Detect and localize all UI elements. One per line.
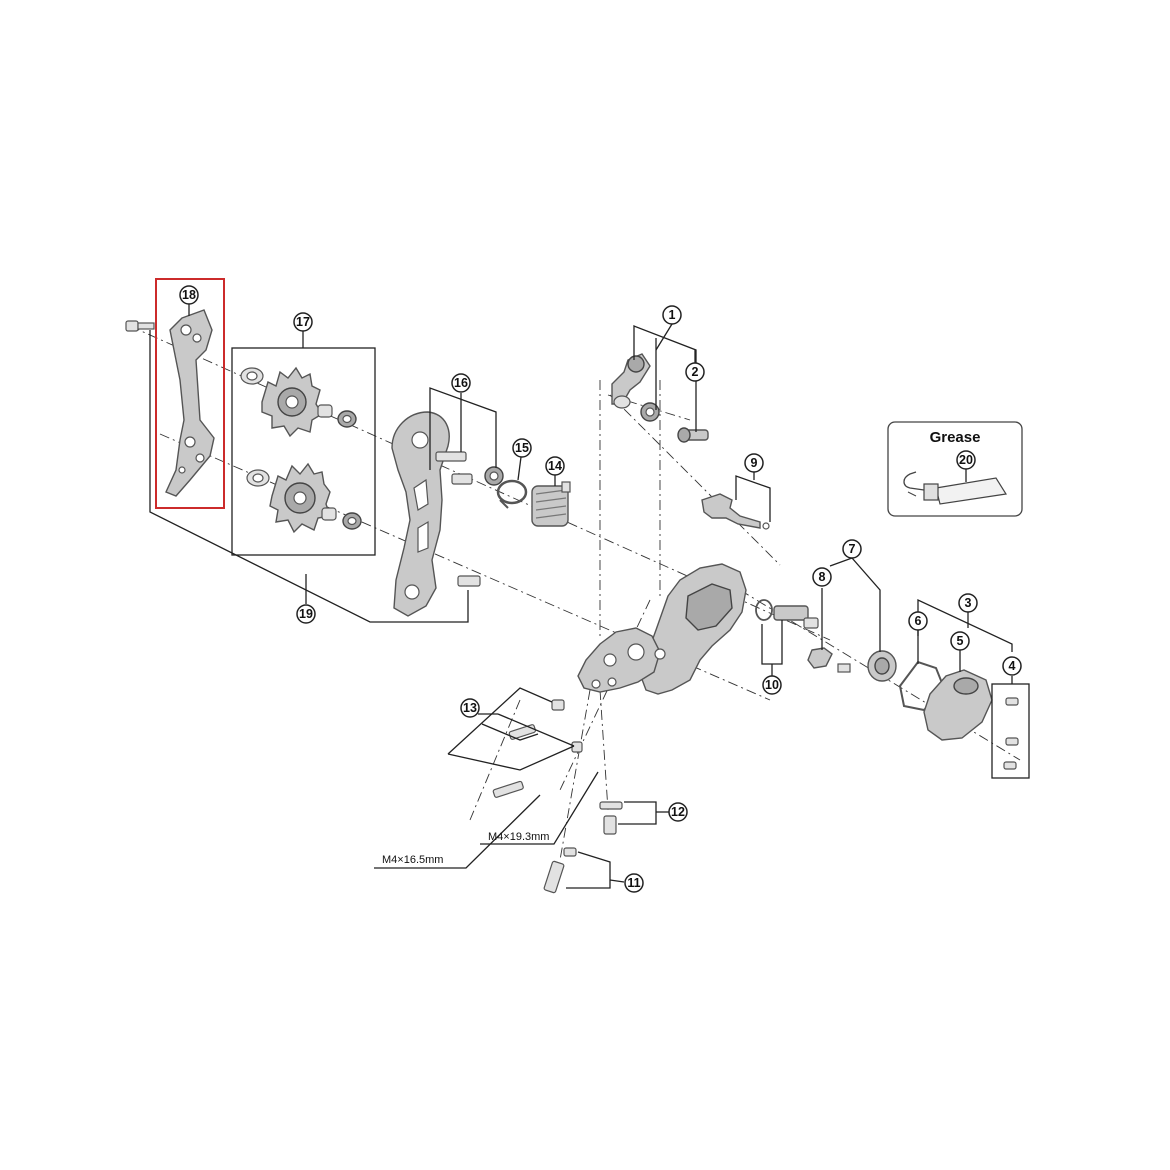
outer-cage-plate — [391, 411, 450, 617]
cable-adjust-unit — [701, 493, 770, 530]
inner-cage-plate — [165, 309, 215, 497]
callout-12: 12 — [668, 802, 688, 822]
axle-unit — [755, 599, 851, 673]
callout-4: 4 — [1002, 656, 1022, 676]
callout-6: 6 — [908, 611, 928, 631]
svg-text:9: 9 — [751, 456, 758, 470]
svg-text:10: 10 — [765, 678, 779, 692]
svg-text:5: 5 — [957, 634, 964, 648]
svg-text:11: 11 — [627, 876, 640, 890]
cover — [923, 669, 993, 741]
spring-holder — [867, 650, 897, 682]
callouts: 18 17 16 15 14 19 1 2 9 7 8 10 3 5 6 4 1… — [179, 285, 1022, 893]
svg-text:15: 15 — [515, 441, 529, 455]
cover-screws-bracket — [991, 683, 1030, 779]
cage-fixing-bolt — [125, 320, 155, 332]
svg-text:12: 12 — [671, 805, 685, 819]
grease-title: Grease — [930, 429, 981, 446]
svg-text:3: 3 — [965, 596, 972, 610]
callout-9: 9 — [744, 453, 764, 473]
dimension-label-long: M4×16.5mm — [382, 854, 443, 866]
leader-lines — [149, 303, 1013, 889]
grease-panel: Grease — [887, 421, 1023, 517]
callout-16: 16 — [451, 373, 471, 393]
tension-spring — [531, 481, 571, 527]
svg-text:8: 8 — [819, 570, 826, 584]
callout-15: 15 — [512, 438, 532, 458]
callout-14: 14 — [545, 456, 565, 476]
svg-text:7: 7 — [849, 542, 856, 556]
svg-text:17: 17 — [296, 315, 310, 329]
callout-18: 18 — [179, 285, 199, 305]
main-body — [577, 563, 747, 695]
svg-text:18: 18 — [182, 288, 196, 302]
highlight-box-part-18 — [155, 278, 225, 509]
callout-13: 13 — [460, 698, 480, 718]
callout-19: 19 — [296, 604, 316, 624]
callout-1: 1 — [662, 305, 682, 325]
callout-3: 3 — [958, 593, 978, 613]
guide-pulley-set — [246, 462, 362, 534]
svg-text:4: 4 — [1009, 659, 1016, 673]
cover-screws — [1003, 697, 1019, 770]
callout-11: 11 — [624, 873, 644, 893]
callout-2: 2 — [685, 362, 705, 382]
svg-text:20: 20 — [959, 453, 973, 467]
callout-7: 7 — [842, 539, 862, 559]
callout-17: 17 — [293, 312, 313, 332]
svg-text:13: 13 — [463, 701, 477, 715]
callout-10: 10 — [762, 675, 782, 695]
svg-text:16: 16 — [454, 376, 468, 390]
pulley-bolts — [435, 451, 504, 587]
callout-20: 20 — [956, 450, 976, 470]
svg-text:2: 2 — [692, 365, 699, 379]
svg-text:1: 1 — [669, 308, 676, 322]
small-bolts — [492, 699, 623, 894]
dimension-label-short: M4×19.3mm — [488, 831, 549, 843]
svg-text:6: 6 — [915, 614, 922, 628]
stopper-clip — [496, 479, 528, 509]
bracket-unit — [611, 353, 709, 443]
grease-tube-icon — [903, 471, 1007, 505]
callout-5: 5 — [950, 631, 970, 651]
svg-text:14: 14 — [548, 459, 562, 473]
svg-text:19: 19 — [299, 607, 313, 621]
tension-pulley-set — [240, 366, 357, 438]
callout-8: 8 — [812, 567, 832, 587]
